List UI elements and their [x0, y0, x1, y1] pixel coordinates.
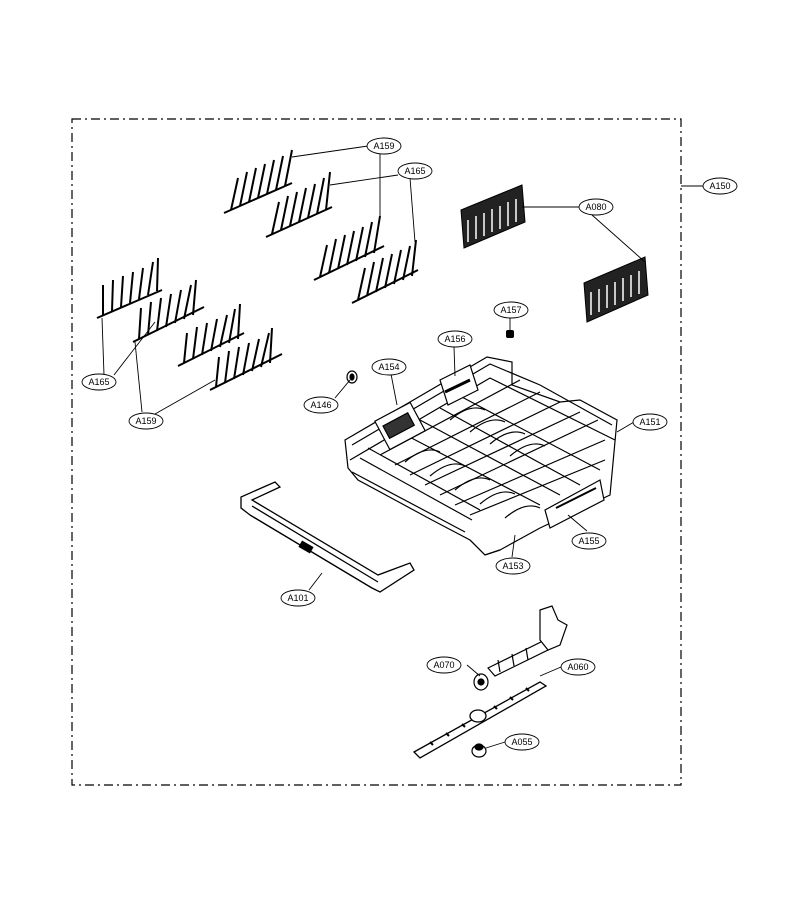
tine-rack-a165-top-2: [351, 239, 419, 304]
tine-rack-a165-top-1: [265, 171, 333, 238]
svg-text:A156: A156: [444, 334, 465, 344]
leader-lines: [101, 145, 706, 749]
svg-text:A151: A151: [639, 417, 660, 427]
rail-a101: [240, 481, 415, 593]
tine-rack-a159-left-1: [132, 279, 205, 343]
svg-text:A165: A165: [88, 377, 109, 387]
tine-rack-a165-left-2: [177, 303, 245, 367]
svg-text:A070: A070: [433, 660, 454, 670]
tine-rack-a159-top-1: [223, 149, 293, 214]
spray-arm-a060: [412, 681, 548, 759]
clip-a157: [506, 330, 514, 338]
svg-text:A159: A159: [135, 416, 156, 426]
callout-a060: A060: [560, 658, 596, 676]
svg-text:A150: A150: [709, 181, 730, 191]
dish-rack-basket-a151: [344, 356, 618, 556]
svg-text:A060: A060: [567, 662, 588, 672]
callout-a151: A151: [632, 413, 668, 431]
callout-a153: A153: [495, 557, 531, 575]
callout-a165-top: A165: [397, 162, 433, 180]
callout-a150: A150: [702, 177, 738, 195]
spray-mount-a070: [473, 605, 568, 691]
tine-rack-a159-top-2: [313, 215, 385, 281]
assembly-boundary: [71, 118, 682, 786]
callout-a156: A156: [437, 330, 473, 348]
callout-a165-left: A165: [81, 373, 117, 391]
callout-a146: A146: [303, 396, 339, 414]
callout-a154: A154: [371, 358, 407, 376]
svg-text:A157: A157: [500, 305, 521, 315]
callout-a159-top: A159: [366, 137, 402, 155]
svg-text:A155: A155: [578, 536, 599, 546]
cup-shelf-a080-1: [460, 184, 526, 249]
svg-text:A055: A055: [511, 737, 532, 747]
callout-a159-left: A159: [128, 412, 164, 430]
callout-a101: A101: [280, 589, 316, 607]
tine-rack-a159-left-2: [209, 327, 283, 391]
tine-rack-a165-left-1: [96, 257, 163, 319]
callout-a070: A070: [426, 656, 462, 674]
svg-text:A146: A146: [310, 400, 331, 410]
svg-text:A154: A154: [378, 362, 399, 372]
svg-text:A153: A153: [502, 561, 523, 571]
callout-a055: A055: [504, 733, 540, 751]
svg-text:A101: A101: [287, 593, 308, 603]
svg-text:A159: A159: [373, 141, 394, 151]
cup-shelf-a080-2: [583, 256, 649, 323]
callout-a155: A155: [571, 532, 607, 550]
callout-a080: A080: [578, 198, 614, 216]
svg-text:A165: A165: [404, 166, 425, 176]
nut-a055: [471, 743, 487, 758]
callout-a157: A157: [493, 301, 529, 319]
svg-text:A080: A080: [585, 202, 606, 212]
